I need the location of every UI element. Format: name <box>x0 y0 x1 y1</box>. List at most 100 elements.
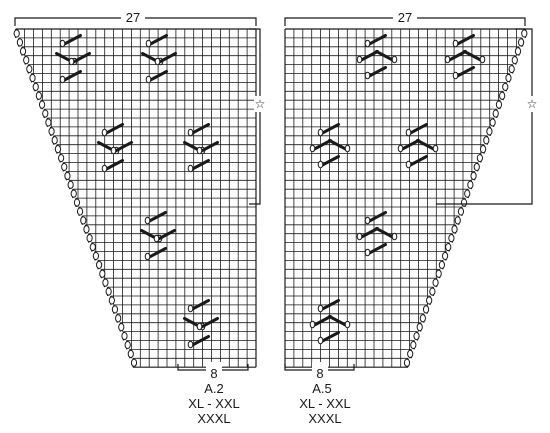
yarn-over-icon <box>483 136 490 145</box>
cable-cross-icon <box>317 331 340 345</box>
yarn-over-icon <box>505 73 512 83</box>
cable-cross-icon <box>364 66 387 80</box>
chart-a2-top-bracket: 27 <box>14 10 257 26</box>
yarn-over-icon <box>73 198 81 207</box>
chart-a5-repeat-bracket: ☆ <box>436 28 538 205</box>
yarn-over-icon <box>457 207 465 216</box>
chart-a2-cables <box>55 34 219 349</box>
yarn-over-icon <box>45 118 52 127</box>
yarn-over-icon <box>76 207 84 216</box>
chart-a2-title: A.2 <box>204 381 224 396</box>
yarn-over-icon <box>454 216 461 225</box>
yarn-over-icon <box>80 216 87 225</box>
cable-cross-icon <box>405 155 428 169</box>
cable-cross-icon <box>452 34 475 48</box>
yarn-over-icon <box>479 145 487 154</box>
yarn-over-icon <box>42 109 49 118</box>
yarn-over-icon <box>48 127 55 136</box>
cable-cross-icon <box>196 317 219 331</box>
yarn-over-icon <box>127 349 134 358</box>
yarn-over-icon <box>23 56 30 65</box>
yarn-over-icon <box>438 260 445 269</box>
cable-cross-icon <box>59 70 82 84</box>
yarn-over-icon <box>432 278 439 287</box>
cable-cross-icon <box>405 123 428 137</box>
yarn-over-icon <box>16 38 24 47</box>
yarn-over-icon <box>422 305 430 314</box>
yarn-over-icon <box>451 225 458 234</box>
cable-cross-icon <box>356 50 379 64</box>
cable-cross-icon <box>187 299 210 313</box>
yarn-over-icon <box>502 82 509 91</box>
yarn-over-icon <box>26 64 33 74</box>
yarn-over-icon <box>38 100 46 109</box>
chart-a5-size-1: XL - XXL <box>299 396 351 411</box>
cable-cross-icon <box>309 315 332 329</box>
yarn-over-icon <box>13 29 20 38</box>
yarn-over-icon <box>51 136 58 145</box>
cable-cross-icon <box>187 335 210 349</box>
chart-a2-grid <box>15 28 257 368</box>
yarn-over-icon <box>445 242 452 252</box>
yarn-over-icon <box>441 251 449 261</box>
cable-cross-icon <box>364 243 387 257</box>
yarn-over-icon <box>403 358 411 367</box>
yarn-over-icon <box>121 331 128 341</box>
chart-a5: 27 ☆ 8 A.5 XL - XXL XXXL <box>284 10 538 426</box>
cable-cross-icon <box>144 247 167 261</box>
yarn-over-icon <box>83 225 90 234</box>
yarn-over-icon <box>118 323 125 332</box>
chart-a5-bottom-count: 8 <box>316 366 323 381</box>
cable-cross-icon <box>101 123 124 137</box>
chart-a2-bottom-count: 8 <box>210 366 217 381</box>
cable-cross-icon <box>375 50 398 64</box>
cable-cross-icon <box>59 34 82 48</box>
cable-cross-icon <box>317 123 340 137</box>
cable-cross-icon <box>328 139 351 153</box>
cable-cross-icon <box>317 155 340 169</box>
cable-cross-icon <box>364 34 387 48</box>
yarn-over-icon <box>61 162 68 172</box>
yarn-over-icon <box>92 251 100 261</box>
yarn-over-icon <box>460 198 468 207</box>
yarn-over-icon <box>19 47 27 56</box>
yarn-over-icon <box>70 189 77 198</box>
yarn-over-icon <box>35 91 42 100</box>
cable-cross-icon <box>309 139 332 153</box>
yarn-over-icon <box>67 180 74 189</box>
cable-cross-icon <box>444 50 467 64</box>
yarn-over-icon <box>492 109 499 118</box>
yarn-over-icon <box>407 349 414 358</box>
yarn-over-icon <box>508 64 515 74</box>
cable-cross-icon <box>101 159 124 173</box>
chart-a2-yarn-overs <box>13 29 138 367</box>
yarn-over-icon <box>495 100 503 109</box>
yarn-over-icon <box>416 323 423 332</box>
yarn-over-icon <box>476 153 483 163</box>
chart-a2-size-1: XL - XXL <box>188 396 240 411</box>
yarn-over-icon <box>99 269 106 278</box>
cable-cross-icon <box>416 139 439 153</box>
yarn-over-icon <box>511 56 518 65</box>
yarn-over-icon <box>54 145 62 154</box>
chart-a2-repeat-marker: ☆ <box>255 97 266 111</box>
yarn-over-icon <box>499 91 506 100</box>
cable-cross-icon <box>187 159 210 173</box>
yarn-over-icon <box>108 296 115 305</box>
cable-cross-icon <box>375 227 398 241</box>
cable-cross-icon <box>364 211 387 225</box>
yarn-over-icon <box>29 73 36 83</box>
chart-a5-cables <box>309 34 486 345</box>
cable-cross-icon <box>144 211 167 225</box>
chart-a2-bottom-bracket: 8 <box>177 362 249 381</box>
chart-a2: 27 ☆ 8 A.2 XL - XXL XXXL <box>13 10 266 426</box>
cable-cross-icon <box>397 139 420 153</box>
cable-cross-icon <box>317 299 340 313</box>
cable-cross-icon <box>153 229 176 243</box>
yarn-over-icon <box>413 331 420 341</box>
chart-a5-top-bracket: 27 <box>284 10 526 26</box>
yarn-over-icon <box>426 296 433 305</box>
chart-a2-top-count: 27 <box>126 10 140 25</box>
chart-a2-size-2: XXXL <box>197 411 230 426</box>
